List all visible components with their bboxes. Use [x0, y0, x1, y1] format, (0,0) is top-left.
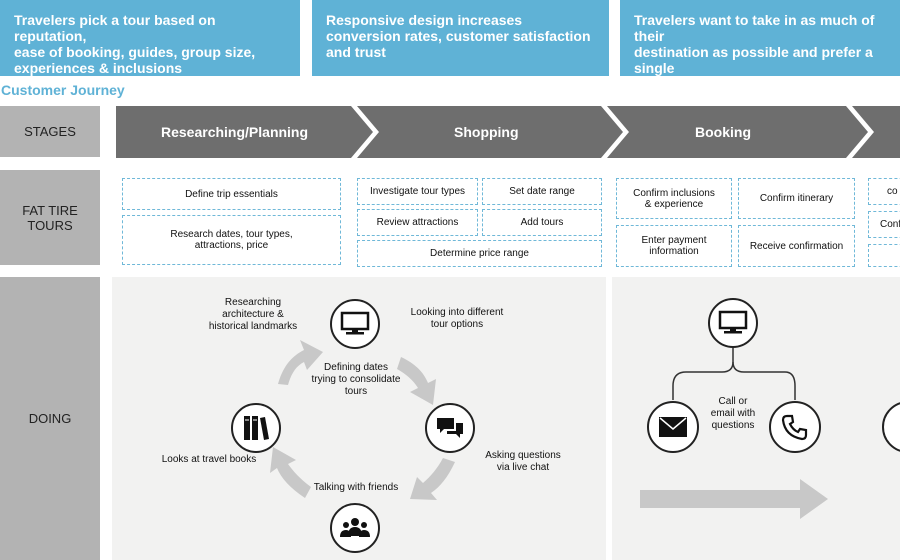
connector-left: [672, 346, 734, 400]
task-review-attractions: Review attractions: [357, 209, 478, 236]
cycle-arrow-top-right: [397, 357, 436, 405]
section-title: Customer Journey: [1, 82, 125, 98]
caption-defining-dates: Defining dates trying to consolidate tou…: [311, 362, 401, 397]
cycle-arrow-bottom-right: [410, 458, 455, 500]
connector-right: [732, 361, 796, 400]
task-define-trip-essentials: Define trip essentials: [122, 178, 341, 210]
books-icon: [244, 416, 269, 440]
task-confirm-itinerary: Confirm itinerary: [738, 178, 855, 219]
row-label-doing: DOING: [0, 277, 100, 560]
phone-node: [769, 401, 821, 453]
caption-researching-architecture: Researching architecture & historical la…: [208, 297, 298, 332]
stage-chevron-next: [852, 106, 900, 158]
chat-icon: [437, 418, 463, 438]
stage-chevron-shopping: [357, 106, 623, 158]
booking-computer-node: [708, 298, 758, 348]
computer-icon: [718, 310, 748, 334]
group-icon: [340, 518, 370, 537]
caption-call-or-email: Call or email with questions: [710, 396, 756, 431]
caption-travel-books: Looks at travel books: [161, 454, 257, 465]
chat-node: [425, 403, 475, 453]
row-label-fat-tire-tours: FAT TIRE TOURS: [0, 170, 100, 265]
task-add-tours: Add tours: [482, 209, 602, 236]
phone-icon: [781, 414, 808, 441]
task-cutoff-1: co: [868, 178, 900, 205]
books-node: [231, 403, 281, 453]
computer-node: [330, 299, 380, 349]
insight-banner-2: Responsive design increases conversion r…: [312, 0, 609, 76]
group-node: [330, 503, 380, 553]
stage-chevron-researching: [116, 106, 373, 158]
task-enter-payment: Enter payment information: [616, 225, 732, 267]
task-set-date-range: Set date range: [482, 178, 602, 205]
task-determine-price-range: Determine price range: [357, 240, 602, 267]
stage-chevron-booking: [607, 106, 868, 158]
stage-chevrons: [116, 106, 900, 158]
caption-looking-into-tours: Looking into different tour options: [410, 307, 504, 330]
row-label-stages: STAGES: [0, 106, 100, 157]
task-cutoff-3: [868, 244, 900, 267]
insight-banner-3: Travelers want to take in as much of the…: [620, 0, 900, 76]
stage-label-shopping: Shopping: [454, 124, 519, 140]
caption-live-chat: Asking questions via live chat: [485, 450, 561, 473]
task-confirm-inclusions: Confirm inclusions & experience: [616, 178, 732, 219]
task-receive-confirmation: Receive confirmation: [738, 225, 855, 267]
progress-arrow: [640, 479, 828, 519]
computer-icon: [340, 311, 370, 335]
stage-label-booking: Booking: [695, 124, 751, 140]
task-research-dates: Research dates, tour types, attractions,…: [122, 215, 341, 265]
insight-banner-1: Travelers pick a tour based on reputatio…: [0, 0, 300, 76]
cycle-arrow-top-left: [278, 340, 323, 385]
cycle-arrow-bottom-left: [270, 447, 311, 498]
task-cutoff-2: Conf: [868, 211, 900, 238]
stage-label-researching: Researching/Planning: [161, 124, 309, 140]
caption-talking-friends: Talking with friends: [313, 482, 399, 493]
envelope-icon: [659, 417, 687, 437]
email-node: [647, 401, 699, 453]
task-investigate-tour-types: Investigate tour types: [357, 178, 478, 205]
